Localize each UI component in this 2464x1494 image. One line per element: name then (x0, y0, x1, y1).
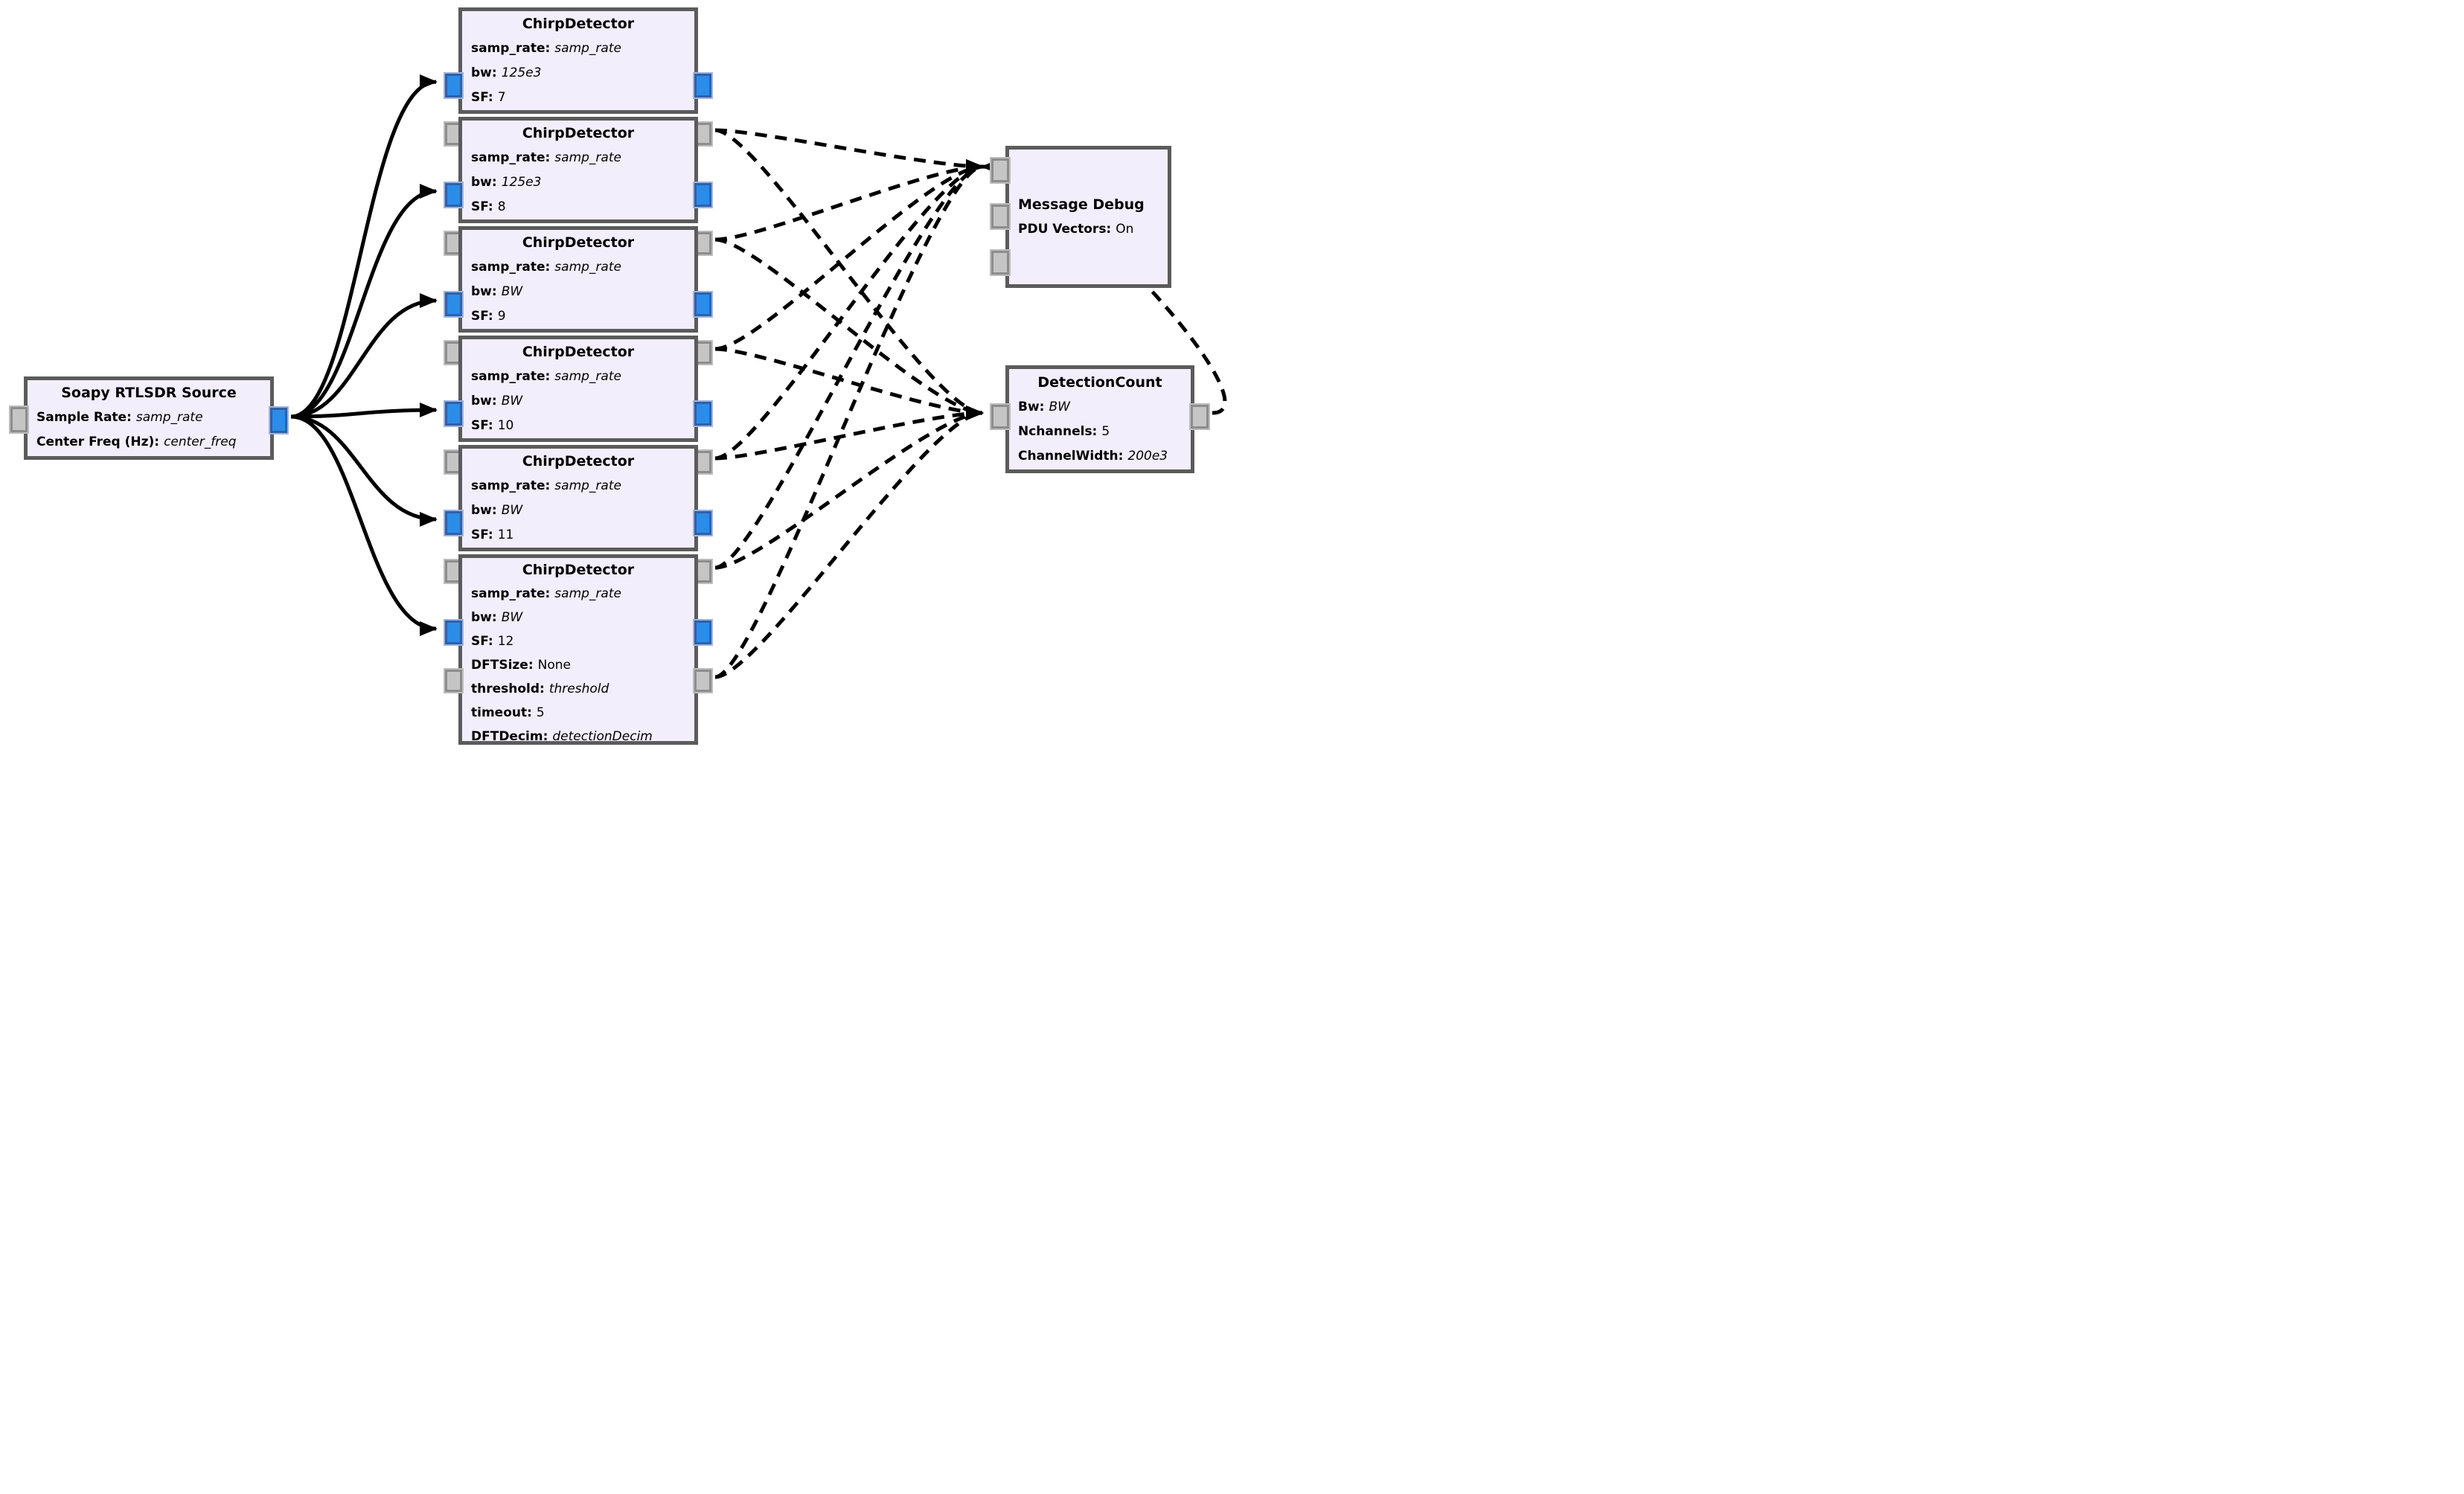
stream-output-port[interactable] (694, 511, 711, 535)
stream-output-port[interactable] (694, 292, 711, 316)
param-sf: SF:8 (471, 199, 506, 214)
block-chirpdetector-sf7[interactable]: ChirpDetector samp_rate:samp_rate bw:125e… (445, 7, 711, 145)
param-channelwidth: ChannelWidth:200e3 (1018, 449, 1168, 464)
block-title: ChirpDetector (522, 344, 635, 360)
message-input-port[interactable] (991, 405, 1009, 429)
message-connection-sf9-to-detectioncount[interactable] (714, 347, 984, 420)
block-title: Message Debug (1018, 196, 1145, 213)
block-chirpdetector-sf10[interactable]: ChirpDetector samp_rate:samp_rate bw:BW SF… (445, 336, 711, 473)
param-pdu-vectors: PDU Vectors:On (1018, 222, 1134, 237)
message-connection-sf11-to-detectioncount[interactable] (714, 405, 984, 570)
stream-input-port[interactable] (445, 621, 462, 644)
stream-input-port[interactable] (445, 183, 462, 207)
message-input-port[interactable] (10, 407, 28, 432)
block-title: ChirpDetector (522, 16, 635, 32)
stream-output-port[interactable] (270, 408, 287, 433)
stream-input-port[interactable] (445, 74, 462, 97)
param-samp-rate: samp_rate:samp_rate (471, 369, 621, 384)
message-connection-sf9-to-message-debug[interactable] (714, 159, 984, 351)
param-timeout: timeout:5 (471, 705, 545, 720)
flowgraph-canvas[interactable]: Soapy RTLSDR Source Sample Rate:samp_rat… (0, 0, 1232, 747)
block-chirpdetector-sf12[interactable]: ChirpDetector samp_rate:samp_rate bw:BW SF… (445, 554, 711, 747)
param-sf: SF:7 (471, 90, 506, 105)
param-nchannels: Nchannels:5 (1018, 424, 1110, 439)
param-samp-rate: samp_rate:samp_rate (471, 586, 621, 601)
block-chirpdetector-sf11[interactable]: ChirpDetector samp_rate:samp_rate bw:BW SF… (445, 445, 711, 583)
param-bw: Bw:BW (1018, 400, 1070, 414)
param-sample-rate: Sample Rate:samp_rate (36, 410, 203, 425)
stream-output-port[interactable] (694, 183, 711, 207)
block-title: ChirpDetector (522, 562, 635, 578)
param-samp-rate: samp_rate:samp_rate (471, 41, 621, 56)
stream-output-port[interactable] (694, 621, 711, 644)
stream-connection-source-to-sf9[interactable] (290, 293, 438, 419)
param-dftsize: DFTSize:None (471, 658, 571, 673)
message-output-port[interactable] (1191, 405, 1209, 429)
message-connection-sf10-to-message-debug[interactable] (714, 159, 984, 461)
param-samp-rate: samp_rate:samp_rate (471, 478, 621, 493)
param-samp-rate: samp_rate:samp_rate (471, 260, 621, 275)
block-title: ChirpDetector (522, 125, 635, 141)
param-sf: SF:12 (471, 634, 514, 649)
message-connection-sf8-to-message-debug[interactable] (714, 159, 984, 242)
block-params: samp_rate:samp_rate bw:BW SF:11 (462, 474, 694, 548)
block-chirpdetector-sf9[interactable]: ChirpDetector samp_rate:samp_rate bw:BW SF… (445, 226, 711, 364)
param-bw: bw:125e3 (471, 65, 542, 80)
message-output-port[interactable] (694, 670, 711, 692)
block-params: PDU Vectors:On (1009, 217, 1168, 242)
stream-connection-source-to-sf7[interactable] (290, 74, 438, 419)
block-title: DetectionCount (1037, 374, 1162, 391)
param-bw: bw:BW (471, 503, 523, 518)
message-connection-sf11-to-message-debug[interactable] (714, 159, 984, 570)
message-input-port-3[interactable] (991, 251, 1009, 275)
message-connection-sf10-to-detectioncount[interactable] (714, 405, 984, 461)
param-sf: SF:10 (471, 418, 514, 433)
message-input-port[interactable] (445, 670, 462, 692)
block-title: Soapy RTLSDR Source (61, 385, 237, 401)
stream-input-port[interactable] (445, 402, 462, 426)
stream-connection-source-to-sf8[interactable] (290, 184, 438, 419)
param-bw: bw:125e3 (471, 175, 542, 190)
stream-connection-source-to-sf10[interactable] (290, 403, 438, 419)
param-bw: bw:BW (471, 394, 523, 408)
param-bw: bw:BW (471, 284, 523, 299)
message-input-port-2[interactable] (991, 205, 1009, 228)
stream-input-port[interactable] (445, 511, 462, 535)
stream-connection-source-to-sf11[interactable] (290, 414, 438, 527)
param-sf: SF:11 (471, 528, 514, 542)
block-soapy-rtlsdr-source[interactable]: Soapy RTLSDR Source Sample Rate:samp_rat… (10, 376, 287, 460)
param-center-freq-hz: Center Freq (Hz):center_freq (36, 435, 237, 449)
message-connection-sf8-to-detectioncount[interactable] (714, 237, 984, 420)
param-dftdecim: DFTDecim:detectionDecim (471, 729, 653, 744)
block-chirpdetector-sf8[interactable]: ChirpDetector samp_rate:samp_rate bw:125e… (445, 117, 711, 254)
stream-output-port[interactable] (694, 402, 711, 426)
stream-connection-source-to-sf12[interactable] (290, 414, 438, 636)
message-connection-sf12-to-message-debug[interactable] (714, 159, 984, 679)
block-params: samp_rate:samp_rate bw:BW SF:10 (462, 365, 694, 438)
message-connection-sf7-to-detectioncount[interactable] (714, 128, 984, 420)
message-connection-sf7-to-message-debug[interactable] (714, 128, 984, 174)
message-connection-sf12-to-detectioncount[interactable] (714, 405, 984, 679)
param-threshold: threshold:threshold (471, 682, 609, 696)
stream-input-port[interactable] (445, 292, 462, 316)
param-bw: bw:BW (471, 610, 523, 625)
param-sf: SF:9 (471, 309, 506, 324)
message-input-port-1[interactable] (991, 158, 1009, 182)
block-message-debug[interactable]: Message Debug PDU Vectors:On (991, 146, 1171, 288)
block-params: samp_rate:samp_rate bw:BW SF:9 (462, 255, 694, 329)
param-samp-rate: samp_rate:samp_rate (471, 150, 621, 165)
stream-output-port[interactable] (694, 74, 711, 97)
block-title: ChirpDetector (522, 453, 635, 469)
wires-layer (290, 74, 1227, 679)
block-title: ChirpDetector (522, 234, 635, 251)
